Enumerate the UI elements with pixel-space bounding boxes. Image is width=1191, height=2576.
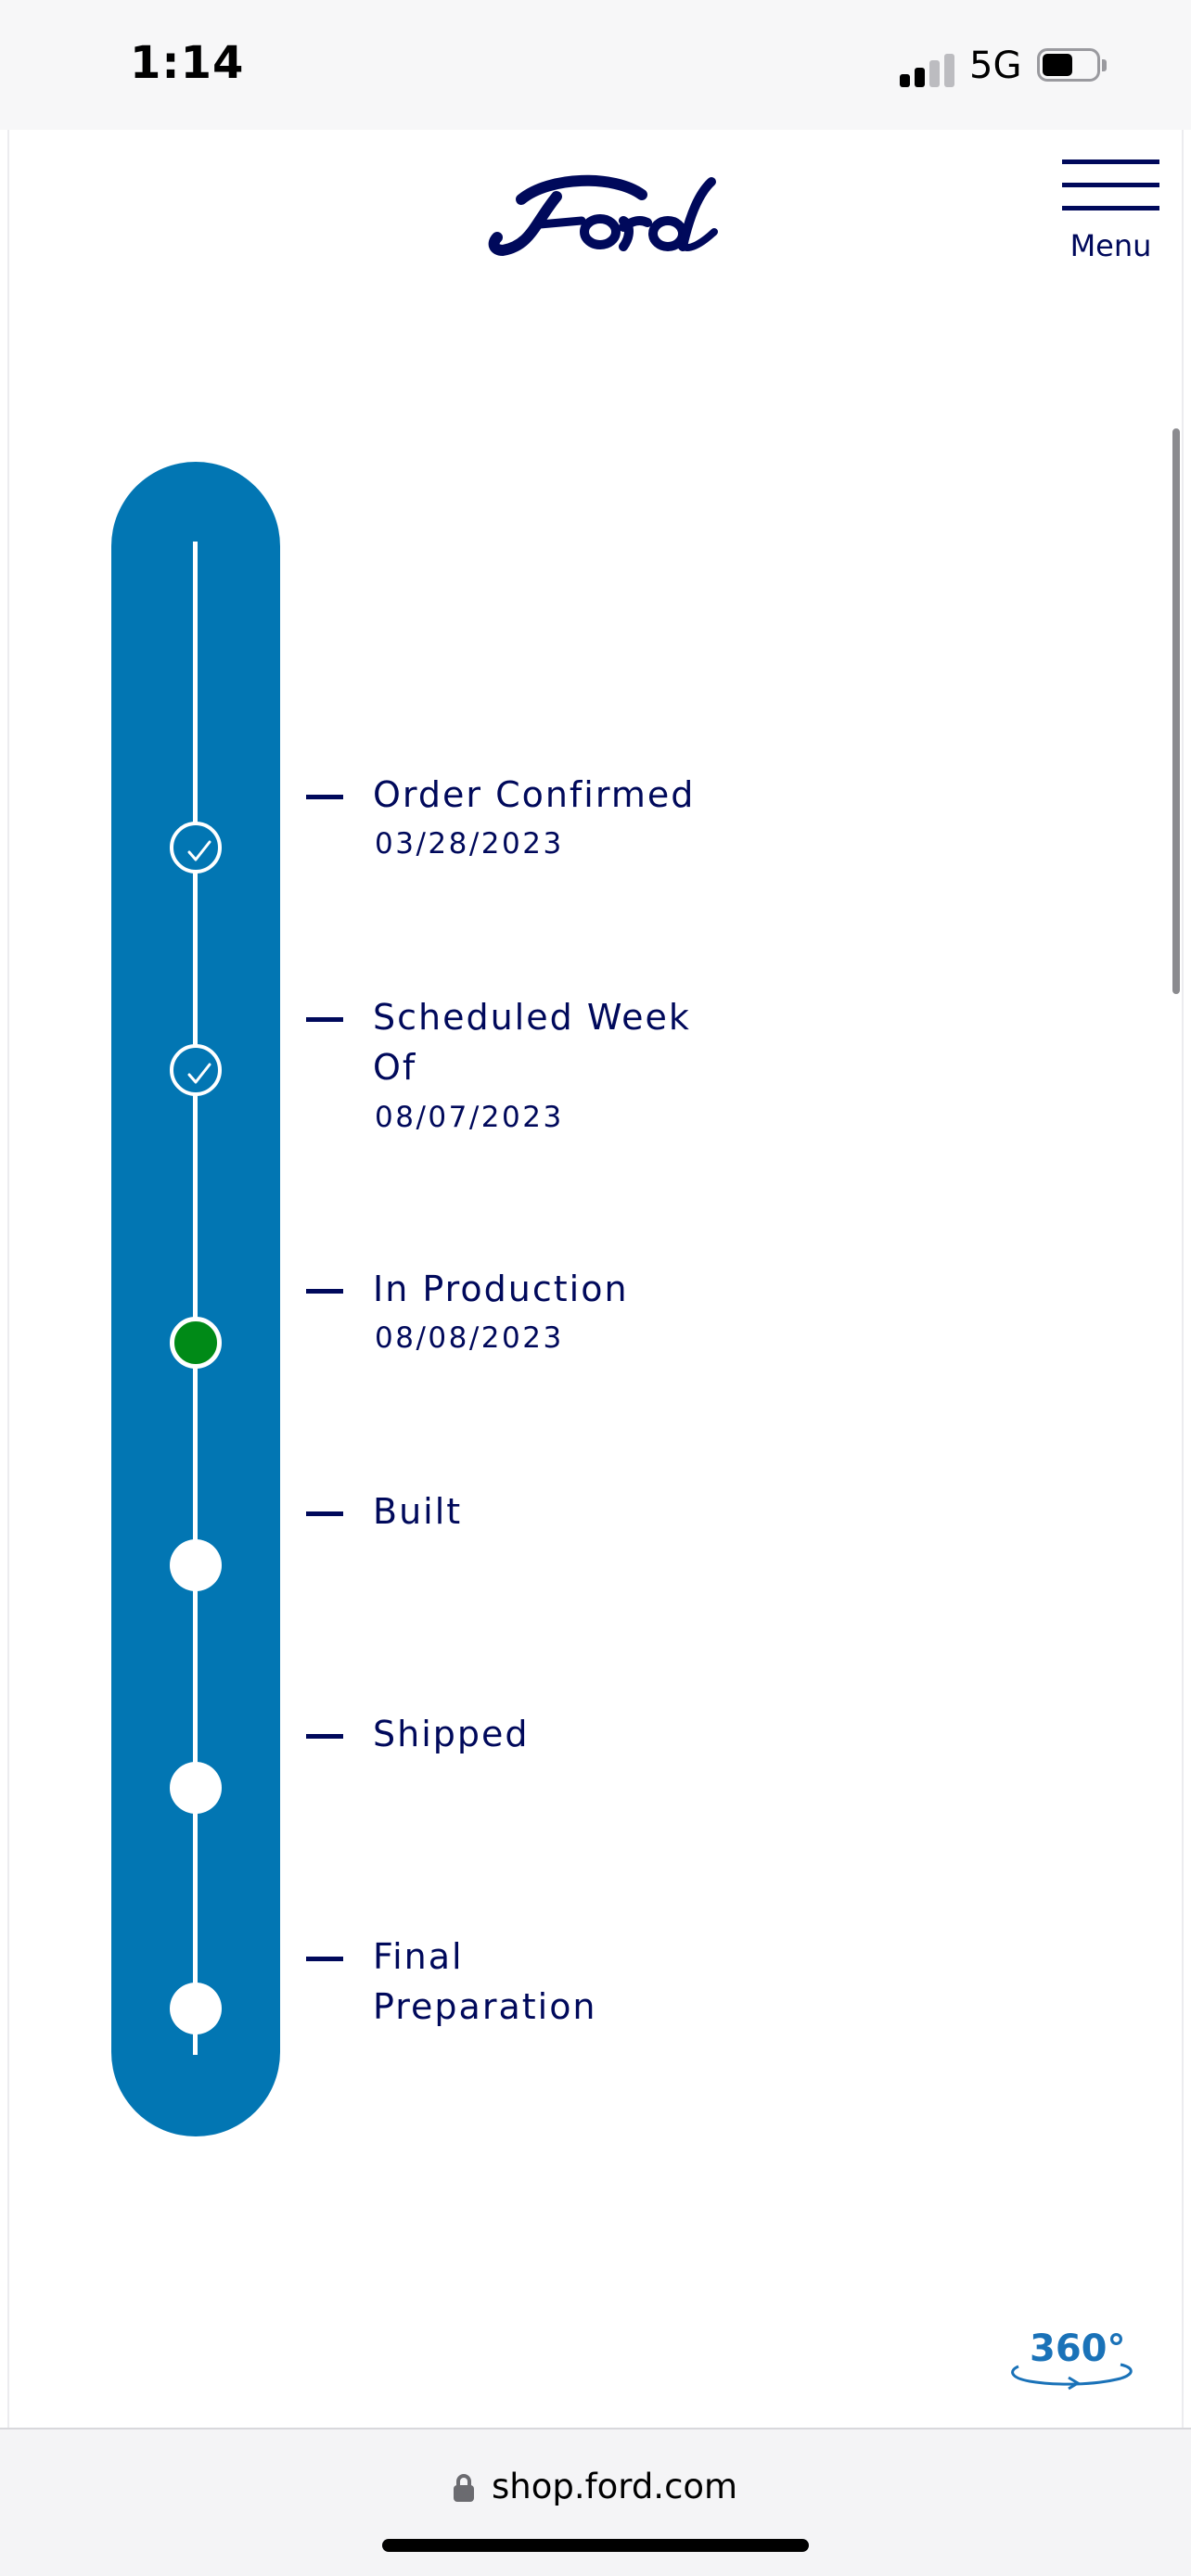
battery-icon [1037, 48, 1107, 83]
step-node-pending [170, 1983, 222, 2034]
home-indicator[interactable] [382, 2539, 809, 2552]
step-node-done [170, 822, 222, 874]
step-date: 08/08/2023 [375, 1321, 564, 1355]
step-dash [306, 1511, 343, 1516]
menu-label: Menu [1069, 228, 1152, 263]
step-node-pending [170, 1539, 222, 1591]
step-dash [306, 795, 343, 799]
step-node-current [170, 1317, 222, 1369]
step-title: In Production [373, 1269, 629, 1309]
menu-button[interactable]: Menu [1048, 159, 1169, 271]
rotate-360-icon [1011, 2363, 1133, 2391]
timeline-line [193, 542, 198, 2055]
view-360-button[interactable]: 360° [1002, 2327, 1141, 2392]
menu-icon-bar [1062, 183, 1159, 187]
step-title: Scheduled Week Of [373, 997, 691, 1088]
step-date: 03/28/2023 [375, 827, 564, 861]
step-title: Final Preparation [373, 1936, 597, 2027]
step-node-pending [170, 1762, 222, 1814]
ford-logo[interactable] [484, 158, 725, 269]
status-time: 1:14 [130, 37, 245, 89]
step-dash [306, 1957, 343, 1961]
order-timeline-track [111, 462, 280, 2136]
cellular-signal-icon [900, 50, 955, 87]
check-icon [187, 840, 211, 861]
step-title: Built [373, 1491, 463, 1532]
step-date: 08/07/2023 [375, 1101, 564, 1134]
step-title: Shipped [373, 1714, 530, 1754]
step-dash [306, 1734, 343, 1739]
url-text[interactable]: shop.ford.com [491, 2467, 738, 2506]
network-type: 5G [969, 45, 1022, 87]
status-bar: 1:14 5G [0, 0, 1191, 130]
step-dash [306, 1289, 343, 1294]
scrollbar[interactable] [1172, 428, 1180, 994]
menu-icon-bar [1062, 206, 1159, 210]
menu-icon-bar [1062, 159, 1159, 164]
check-icon [187, 1063, 211, 1084]
step-dash [306, 1017, 343, 1022]
view-360-label: 360° [1030, 2327, 1126, 2370]
step-node-done [170, 1044, 222, 1096]
browser-url-bar[interactable]: shop.ford.com [0, 2428, 1191, 2576]
step-title: Order Confirmed [373, 774, 696, 815]
lock-icon [453, 2474, 474, 2502]
